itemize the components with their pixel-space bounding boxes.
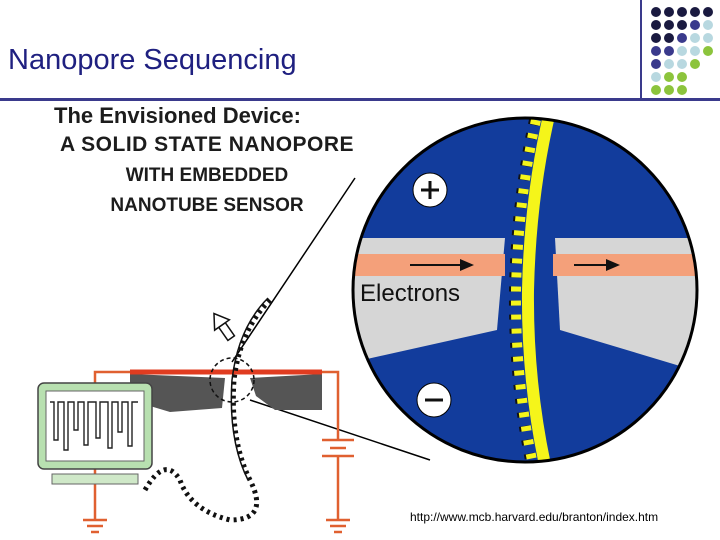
device-heading: The Envisioned Device: A SOLID STATE NAN… <box>44 104 370 221</box>
nanopore-device-diagram <box>37 116 699 534</box>
membrane-left-small <box>130 374 225 412</box>
magnify-line-top <box>231 177 356 363</box>
battery-icon <box>322 438 354 458</box>
magnified-pore-view <box>353 118 697 462</box>
slide-title: Nanopore Sequencing <box>8 44 297 76</box>
heading-line-1: The Envisioned Device: <box>54 103 301 128</box>
header-vertical-divider <box>640 0 642 98</box>
heading-line-4: NANOTUBE SENSOR <box>110 195 304 216</box>
heading-line-3: WITH EMBEDDED <box>125 165 289 186</box>
pore-highlight-circle <box>209 357 255 403</box>
minus-icon <box>416 382 452 418</box>
plus-icon <box>412 172 448 208</box>
dna-direction-arrow <box>213 312 236 342</box>
decorative-dot-grid <box>651 7 713 95</box>
membrane-right-small <box>250 374 322 410</box>
title-underline <box>0 98 720 101</box>
source-url: http://www.mcb.harvard.edu/branton/index… <box>410 510 659 524</box>
dna-strand-magnified <box>521 118 554 462</box>
heading-line-2: A SOLID STATE NANOPORE <box>59 133 355 156</box>
arrow-right-icon <box>574 259 620 271</box>
ground-icon <box>326 518 350 534</box>
electrons-label: Electrons <box>360 280 461 307</box>
ground-icon <box>83 518 107 534</box>
magnified-circle-outline <box>351 116 699 464</box>
oscilloscope-icon <box>37 382 153 485</box>
dna-strand-small <box>142 298 272 523</box>
arrow-right-icon <box>410 259 474 271</box>
nanotube-right <box>553 254 697 276</box>
